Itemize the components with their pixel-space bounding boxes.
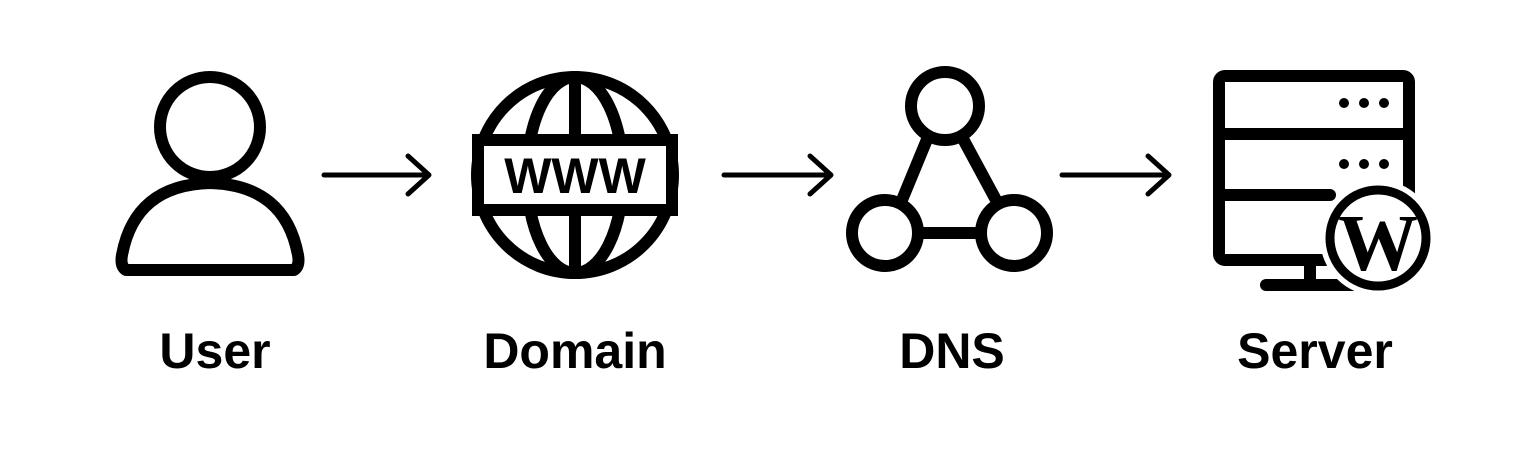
label-domain: Domain bbox=[483, 323, 667, 379]
arrow-icon bbox=[1059, 153, 1172, 197]
wordpress-logo-text: W bbox=[1338, 200, 1418, 288]
globe-www-icon: WWW bbox=[471, 71, 679, 279]
user-icon bbox=[115, 71, 305, 276]
network-nodes-icon bbox=[846, 66, 1053, 272]
label-user: User bbox=[159, 323, 271, 379]
server-wordpress-icon: W bbox=[1213, 70, 1436, 296]
arrow-icon bbox=[321, 153, 432, 197]
www-text: WWW bbox=[504, 148, 646, 204]
arrow-icon bbox=[721, 153, 834, 197]
label-server: Server bbox=[1237, 323, 1393, 379]
label-dns: DNS bbox=[899, 323, 1005, 379]
